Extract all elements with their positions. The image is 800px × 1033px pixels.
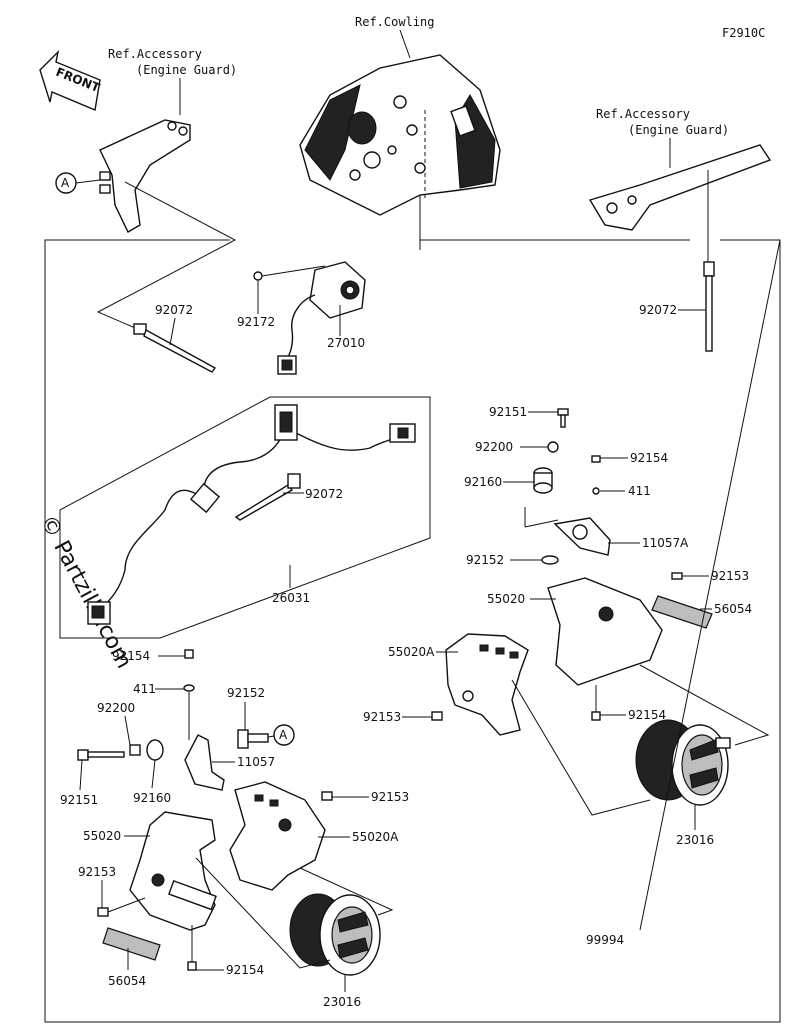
part-92151-upper: 92151 bbox=[489, 405, 527, 419]
part-92153-bottom-left: 92153 bbox=[78, 865, 116, 879]
ref-cowling-label: Ref.Cowling bbox=[355, 15, 434, 29]
callout-marker-a-lower bbox=[273, 724, 295, 746]
screw-92172 bbox=[253, 271, 263, 281]
cable-tie-left bbox=[133, 323, 217, 373]
part-92153-upper-right: 92153 bbox=[711, 569, 749, 583]
callout-a-upper-label: A bbox=[61, 176, 70, 190]
part-92153-mid: 92153 bbox=[363, 710, 401, 724]
ref-engine-guard-left-line2: (Engine Guard) bbox=[136, 63, 237, 77]
part-56054-right: 56054 bbox=[714, 602, 752, 616]
part-92152-upper: 92152 bbox=[466, 553, 504, 567]
part-92160-left: 92160 bbox=[133, 791, 171, 805]
part-55020A-right: 55020A bbox=[388, 645, 435, 659]
part-11057: 11057 bbox=[237, 755, 275, 769]
part-55020-left: 55020 bbox=[83, 829, 121, 843]
cowling-illustration bbox=[299, 54, 501, 216]
screw-92153-lower bbox=[321, 791, 333, 801]
part-92154-bottom: 92154 bbox=[226, 963, 264, 977]
fog-lamp-23016-right-illustration bbox=[635, 719, 731, 806]
part-92154-left: 92154 bbox=[112, 649, 150, 663]
engine-guard-right-illustration bbox=[588, 144, 772, 231]
part-92151-left: 92151 bbox=[60, 793, 98, 807]
part-92172: 92172 bbox=[237, 315, 275, 329]
part-26031: 26031 bbox=[272, 591, 310, 605]
screw-92153-bottom-left bbox=[97, 907, 109, 917]
bracket-55020A-right-illustration bbox=[445, 633, 529, 736]
cable-tie-right bbox=[703, 261, 715, 352]
bracket-55020-right-illustration bbox=[547, 572, 713, 686]
left-bracket-hardware bbox=[77, 729, 269, 791]
ref-engine-guard-right-line1: Ref.Accessory bbox=[596, 107, 690, 121]
front-arrow-icon: FRONT bbox=[39, 49, 102, 111]
part-92154-right: 92154 bbox=[628, 708, 666, 722]
engine-guard-left-illustration bbox=[99, 119, 191, 233]
part-27010: 27010 bbox=[327, 336, 365, 350]
screw-92154-left bbox=[184, 649, 194, 659]
part-92072-center: 92072 bbox=[305, 487, 343, 501]
part-56054-left: 56054 bbox=[108, 974, 146, 988]
part-411-left: 411 bbox=[133, 682, 156, 696]
cable-tie-center bbox=[234, 473, 301, 521]
screw-92154-right bbox=[591, 711, 601, 721]
washer-411-left bbox=[183, 684, 195, 692]
part-92072-left: 92072 bbox=[155, 303, 193, 317]
harness-box bbox=[59, 396, 431, 639]
screw-92154-bottom bbox=[187, 961, 197, 971]
part-92072-right: 92072 bbox=[639, 303, 677, 317]
ref-engine-guard-left-line1: Ref.Accessory bbox=[108, 47, 202, 61]
right-bracket-hardware bbox=[533, 408, 611, 565]
part-23016-right: 23016 bbox=[676, 833, 714, 847]
part-92160-upper: 92160 bbox=[464, 475, 502, 489]
part-92153-lower: 92153 bbox=[371, 790, 409, 804]
camera-27010-illustration bbox=[277, 261, 366, 375]
part-92200-left: 92200 bbox=[97, 701, 135, 715]
part-92154-upper: 92154 bbox=[630, 451, 668, 465]
harness-26031-illustration bbox=[87, 404, 416, 625]
part-23016-left: 23016 bbox=[323, 995, 361, 1009]
screw-92153-mid bbox=[431, 711, 443, 721]
part-99994: 99994 bbox=[586, 933, 624, 947]
fog-lamp-23016-left-illustration bbox=[289, 893, 381, 976]
part-92152-left: 92152 bbox=[227, 686, 265, 700]
part-55020A-left: 55020A bbox=[352, 830, 399, 844]
bracket-55020A-left-illustration bbox=[229, 781, 326, 891]
bracket-55020-left-illustration bbox=[102, 811, 217, 961]
part-55020-right: 55020 bbox=[487, 592, 525, 606]
part-92200-upper: 92200 bbox=[475, 440, 513, 454]
assembly-frame bbox=[44, 239, 781, 1023]
figure-code: F2910C bbox=[722, 26, 765, 40]
part-411-upper: 411 bbox=[628, 484, 651, 498]
ref-engine-guard-right-line2: (Engine Guard) bbox=[628, 123, 729, 137]
callout-a-lower-label: A bbox=[279, 728, 288, 742]
part-11057A: 11057A bbox=[642, 536, 689, 550]
